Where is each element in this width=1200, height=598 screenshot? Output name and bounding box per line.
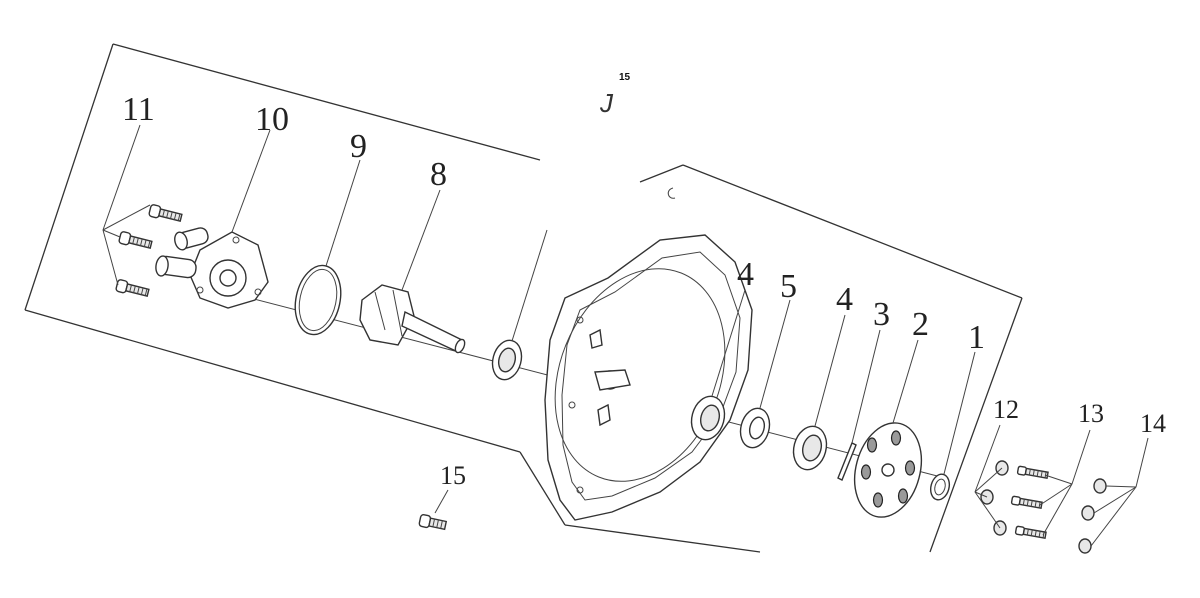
callout-labels: 11 10 9 8 4 5 4 3 2 1 12 13 14 15 xyxy=(122,91,1166,490)
frame-line-bottom-left xyxy=(24,309,521,453)
screw-icon-2 xyxy=(118,231,153,249)
washers-part-14 xyxy=(1078,437,1149,554)
callout-10: 10 xyxy=(255,101,289,138)
frame-line-lower-diag xyxy=(519,451,566,526)
callout-14: 14 xyxy=(1140,409,1166,438)
bearing-part-4a xyxy=(690,289,746,441)
callout-4a: 4 xyxy=(737,256,754,293)
outlet-pipe-lower xyxy=(155,255,197,279)
callout-8: 8 xyxy=(430,156,447,193)
frame-line-left xyxy=(24,43,114,311)
callout-12: 12 xyxy=(993,395,1019,424)
oil-seal xyxy=(491,229,548,381)
frame-line-peak-left xyxy=(639,164,684,183)
screws-part-11 xyxy=(102,124,183,297)
drive-plate-part-2 xyxy=(853,339,923,518)
callout-2: 2 xyxy=(912,306,929,343)
bearing-part-4b xyxy=(792,314,846,471)
callout-15: 15 xyxy=(440,461,466,490)
callout-4b: 4 xyxy=(836,281,853,318)
callout-13: 13 xyxy=(1078,399,1104,428)
studs-part-13 xyxy=(1010,429,1091,539)
bolt-part-15 xyxy=(418,489,449,531)
sheet-ref-letter: J xyxy=(599,88,614,118)
frame-lines xyxy=(24,43,1023,553)
frame-line-right xyxy=(929,297,1023,553)
o-ring-outer xyxy=(294,264,342,336)
callout-3: 3 xyxy=(873,296,890,333)
impeller-shaft xyxy=(401,310,463,353)
sheet-reference: J 15 xyxy=(599,72,631,118)
frame-line-bottom xyxy=(564,524,761,553)
spacer-part-5 xyxy=(739,299,791,449)
nuts-part-12 xyxy=(974,424,1009,536)
crankcase-cover xyxy=(544,187,753,521)
sheet-ref-number: 15 xyxy=(619,72,631,83)
callout-5: 5 xyxy=(780,268,797,305)
stud-icon-1 xyxy=(1016,465,1049,479)
o-ring-part-9 xyxy=(294,159,361,336)
stud-icon-2 xyxy=(1010,495,1043,509)
callout-1: 1 xyxy=(968,319,985,356)
outlet-pipe-upper xyxy=(174,227,209,251)
pump-cover-part-10 xyxy=(155,129,271,309)
impeller-shaft-part-8 xyxy=(359,189,466,354)
frame-line-peak-right xyxy=(682,164,1023,299)
screw-icon-1 xyxy=(148,204,183,222)
callout-11: 11 xyxy=(122,91,155,128)
pin-part-3 xyxy=(837,329,881,481)
circlip-part-1 xyxy=(929,351,976,501)
callout-9: 9 xyxy=(350,128,367,165)
screw-icon-3 xyxy=(115,279,150,297)
frame-line-top-left xyxy=(112,43,541,161)
bolt-icon xyxy=(418,513,448,531)
crankcase-cover-outline xyxy=(544,234,753,521)
stud-icon-3 xyxy=(1014,525,1047,539)
